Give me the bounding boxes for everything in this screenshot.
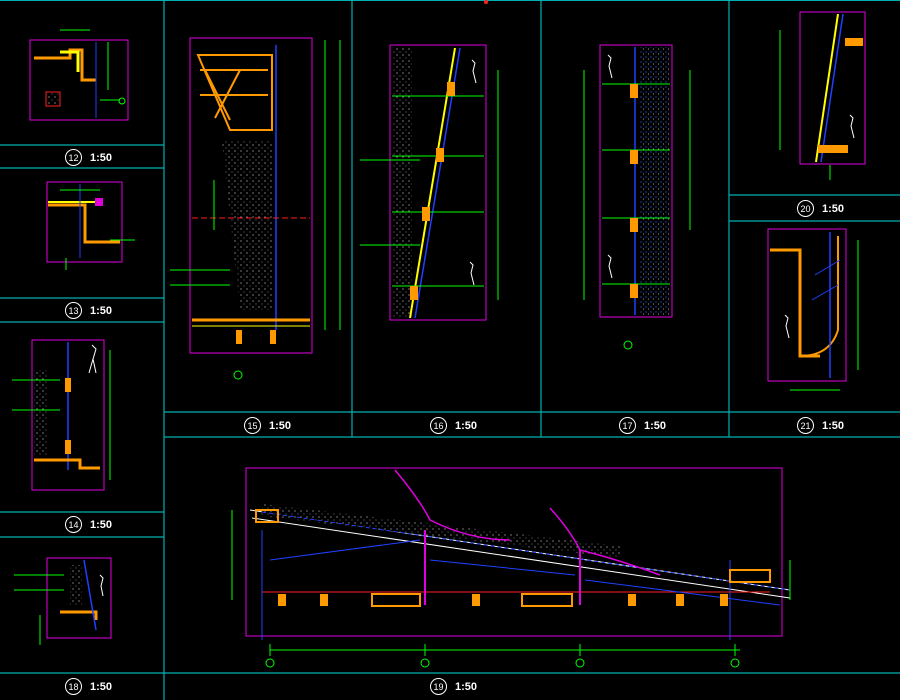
detail-14-drawing xyxy=(12,339,111,491)
detail-20-label: 20 1:50 xyxy=(797,200,844,217)
detail-12-number: 12 xyxy=(65,149,82,166)
detail-12-scale: 1:50 xyxy=(90,151,113,164)
detail-21-label: 21 1:50 xyxy=(797,417,844,434)
detail-20-drawing xyxy=(779,11,866,180)
detail-17-scale: 1:50 xyxy=(644,419,667,432)
detail-14-scale: 1:50 xyxy=(90,518,113,531)
detail-15-scale: 1:50 xyxy=(269,419,292,432)
detail-19-drawing xyxy=(231,467,791,668)
detail-16-label: 16 1:50 xyxy=(430,417,477,434)
detail-17-drawing xyxy=(583,44,691,350)
detail-18-label: 18 1:50 xyxy=(65,678,112,695)
detail-15-drawing xyxy=(170,37,341,380)
detail-18-drawing xyxy=(14,557,112,645)
detail-15-number: 15 xyxy=(244,417,261,434)
detail-21-drawing xyxy=(767,228,859,391)
detail-16-drawing xyxy=(360,44,499,321)
detail-12-drawing xyxy=(29,29,129,121)
detail-17-label: 17 1:50 xyxy=(619,417,666,434)
detail-21-scale: 1:50 xyxy=(822,419,845,432)
detail-14-number: 14 xyxy=(65,516,82,533)
detail-13-drawing xyxy=(46,181,135,270)
detail-17-number: 17 xyxy=(619,417,636,434)
detail-16-scale: 1:50 xyxy=(455,419,478,432)
detail-13-label: 13 1:50 xyxy=(65,302,112,319)
detail-19-scale: 1:50 xyxy=(455,680,478,693)
detail-20-scale: 1:50 xyxy=(822,202,845,215)
detail-18-scale: 1:50 xyxy=(90,680,113,693)
detail-20-number: 20 xyxy=(797,200,814,217)
detail-14-label: 14 1:50 xyxy=(65,516,112,533)
detail-15-label: 15 1:50 xyxy=(244,417,291,434)
detail-18-number: 18 xyxy=(65,678,82,695)
detail-19-label: 19 1:50 xyxy=(430,678,477,695)
detail-13-scale: 1:50 xyxy=(90,304,113,317)
detail-16-number: 16 xyxy=(430,417,447,434)
detail-21-number: 21 xyxy=(797,417,814,434)
detail-13-number: 13 xyxy=(65,302,82,319)
detail-12-label: 12 1:50 xyxy=(65,149,112,166)
detail-19-number: 19 xyxy=(430,678,447,695)
